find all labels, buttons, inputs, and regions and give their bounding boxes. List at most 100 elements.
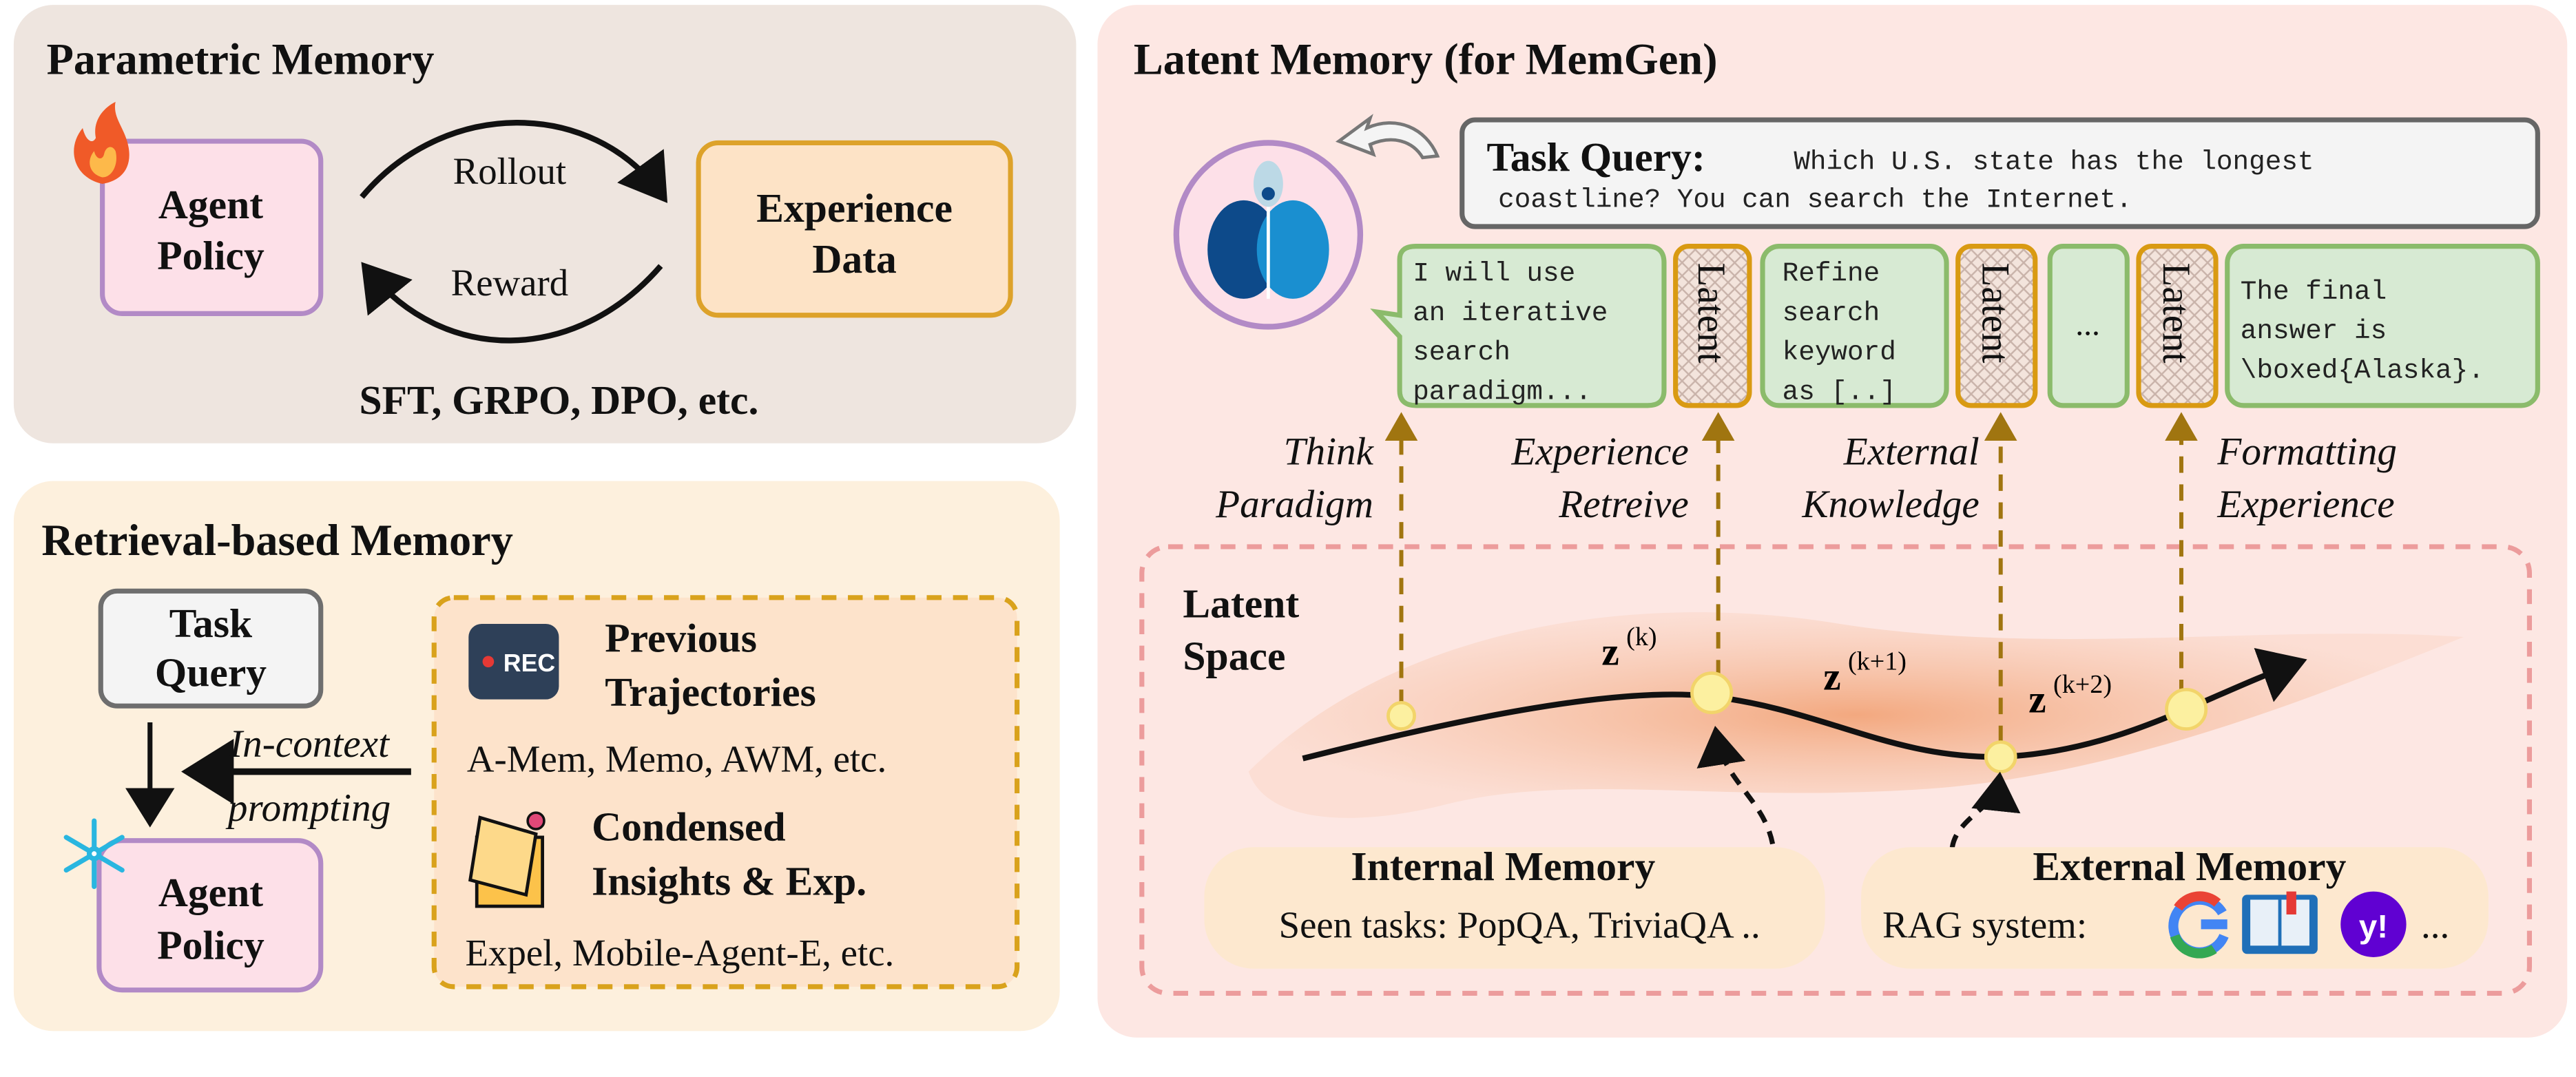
svg-text:...: ... <box>2075 306 2100 342</box>
svg-text:RAG system:: RAG system: <box>1882 903 2087 945</box>
z-label-k: z (k) <box>1601 623 1656 674</box>
external-memory-pill: External Memory RAG system: y! ... <box>1861 844 2489 969</box>
book-icon <box>2242 891 2318 954</box>
svg-text:REC: REC <box>503 649 555 677</box>
rollout-label: Rollout <box>453 150 567 192</box>
svg-text:(k): (k) <box>1626 623 1656 651</box>
trajectory-curve <box>1302 648 2307 762</box>
svg-text:Task Query:: Task Query: <box>1486 134 1705 180</box>
svg-text:answer is: answer is <box>2241 315 2387 346</box>
google-icon <box>2168 891 2229 959</box>
yahoo-icon: y! <box>2340 891 2407 957</box>
parametric-memory-panel: Parametric Memory Agent Policy Experienc… <box>13 5 1077 443</box>
latent-points <box>1386 671 2208 773</box>
panel-title: Latent Memory (for MemGen) <box>1134 34 1718 83</box>
svg-text:External Memory: External Memory <box>2033 844 2346 889</box>
svg-text:Latent: Latent <box>1183 581 1299 626</box>
retrieval-sources-box: REC Previous Trajectories A-Mem, Memo, A… <box>431 595 1020 990</box>
svg-text:Internal Memory: Internal Memory <box>1351 844 1655 889</box>
svg-text:\boxed{Alaska}.: \boxed{Alaska}. <box>2241 355 2484 386</box>
svg-text:z: z <box>2028 678 2046 722</box>
task-query-box: Task Query: Which U.S. state has the lon… <box>1460 117 2540 229</box>
svg-text:Latent: Latent <box>1973 262 2017 363</box>
agent-policy-box: Agent Policy <box>96 838 324 993</box>
svg-text:Previous: Previous <box>605 616 757 661</box>
previous-examples: A-Mem, Memo, AWM, etc. <box>467 738 886 780</box>
svg-text:Latent: Latent <box>2154 262 2198 363</box>
svg-text:Retreive: Retreive <box>1558 483 1688 526</box>
svg-text:paradigm...: paradigm... <box>1413 376 1592 407</box>
svg-text:Which U.S. state has the longe: Which U.S. state has the longest <box>1794 147 2314 178</box>
latent-token-2: Latent <box>1955 244 2038 408</box>
svg-text:an iterative: an iterative <box>1413 297 1608 328</box>
external-memory-arrow <box>1949 771 2021 871</box>
svg-text:Knowledge: Knowledge <box>1801 483 1979 526</box>
svg-text:as [..]: as [..] <box>1783 376 1896 407</box>
svg-text:Agent: Agent <box>158 870 263 915</box>
svg-text:(k+1): (k+1) <box>1848 647 1907 676</box>
svg-text:Seen tasks: PopQA, TriviaQA ..: Seen tasks: PopQA, TriviaQA .. <box>1279 903 1760 945</box>
formatting-experience-label: Formatting <box>2216 430 2397 474</box>
agent-policy-box: Agent Policy <box>100 138 324 316</box>
svg-text:I will use: I will use <box>1413 258 1575 289</box>
internal-memory-pill: Internal Memory Seen tasks: PopQA, Trivi… <box>1204 844 1825 969</box>
svg-text:(k+2): (k+2) <box>2053 670 2112 699</box>
thought-bubble-2: Refine search keyword as [..] <box>1760 244 1949 408</box>
svg-text:Task: Task <box>169 600 253 646</box>
condensed-examples: Expel, Mobile-Agent-E, etc. <box>466 932 895 974</box>
svg-text:Data: Data <box>812 236 896 282</box>
latent-memory-panel: Latent Memory (for MemGen) Task Query: W… <box>1097 5 2568 1038</box>
experience-data-box: Experience Data <box>696 140 1013 318</box>
prompting-label: prompting <box>225 786 391 830</box>
experience-retrieve-label: Experience <box>1510 430 1688 474</box>
svg-text:Experience: Experience <box>2216 483 2394 526</box>
svg-text:z: z <box>1601 631 1619 674</box>
svg-text:...: ... <box>2421 903 2449 945</box>
svg-text:Condensed: Condensed <box>592 804 786 850</box>
svg-text:Refine: Refine <box>1783 258 1880 289</box>
fire-icon <box>74 101 129 185</box>
svg-text:Agent: Agent <box>158 182 263 227</box>
retrieval-memory-panel: Retrieval-based Memory Task Query Agent … <box>13 481 1060 1032</box>
svg-text:Trajectories: Trajectories <box>605 669 816 715</box>
ellipsis-token: ... <box>2047 244 2130 408</box>
latent-token-3: Latent <box>2136 244 2219 408</box>
latent-point-2 <box>1690 671 1734 715</box>
svg-text:search: search <box>1413 337 1510 368</box>
brain-icon <box>1173 140 1364 330</box>
retrieval-trigger-arrows <box>1384 412 2198 742</box>
svg-text:Query: Query <box>155 650 267 696</box>
panel-title: Retrieval-based Memory <box>41 516 512 565</box>
svg-text:Latent: Latent <box>1690 262 1733 363</box>
sticky-note-icon <box>468 811 546 908</box>
task-query-box: Task Query <box>98 588 324 709</box>
reward-label: Reward <box>451 262 569 304</box>
answer-bubble: The final answer is \boxed{Alaska}. <box>2225 244 2540 408</box>
svg-text:The final: The final <box>2241 276 2387 307</box>
reward-arrow <box>361 262 663 344</box>
svg-text:z: z <box>1823 655 1840 698</box>
rec-icon: REC <box>468 623 559 700</box>
think-paradigm-label: Think <box>1284 430 1375 474</box>
speech-arrow-icon <box>1335 114 1440 160</box>
svg-text:Policy: Policy <box>157 233 264 278</box>
svg-text:keyword: keyword <box>1783 337 1896 368</box>
z-label-k2: z (k+2) <box>2028 670 2112 722</box>
latent-manifold <box>1248 612 2464 818</box>
svg-text:Policy: Policy <box>157 922 264 968</box>
svg-text:Experience: Experience <box>756 185 953 231</box>
svg-text:Paradigm: Paradigm <box>1215 483 1373 526</box>
thought-bubble-1: I will use an iterative search paradigm.… <box>1370 244 1667 408</box>
external-knowledge-label: External <box>1843 430 1980 474</box>
training-methods: SFT, GRPO, DPO, etc. <box>360 377 759 423</box>
latent-point-4 <box>2165 687 2208 731</box>
svg-text:y!: y! <box>2359 908 2388 945</box>
latent-token-1: Latent <box>1673 244 1752 408</box>
latent-space-box: Latent Space <box>1139 544 2532 996</box>
snowflake-icon <box>63 818 125 890</box>
panel-title: Parametric Memory <box>47 34 435 83</box>
svg-text:search: search <box>1783 297 1880 328</box>
internal-memory-arrow <box>1696 725 1777 868</box>
latent-point-1 <box>1386 701 1416 731</box>
